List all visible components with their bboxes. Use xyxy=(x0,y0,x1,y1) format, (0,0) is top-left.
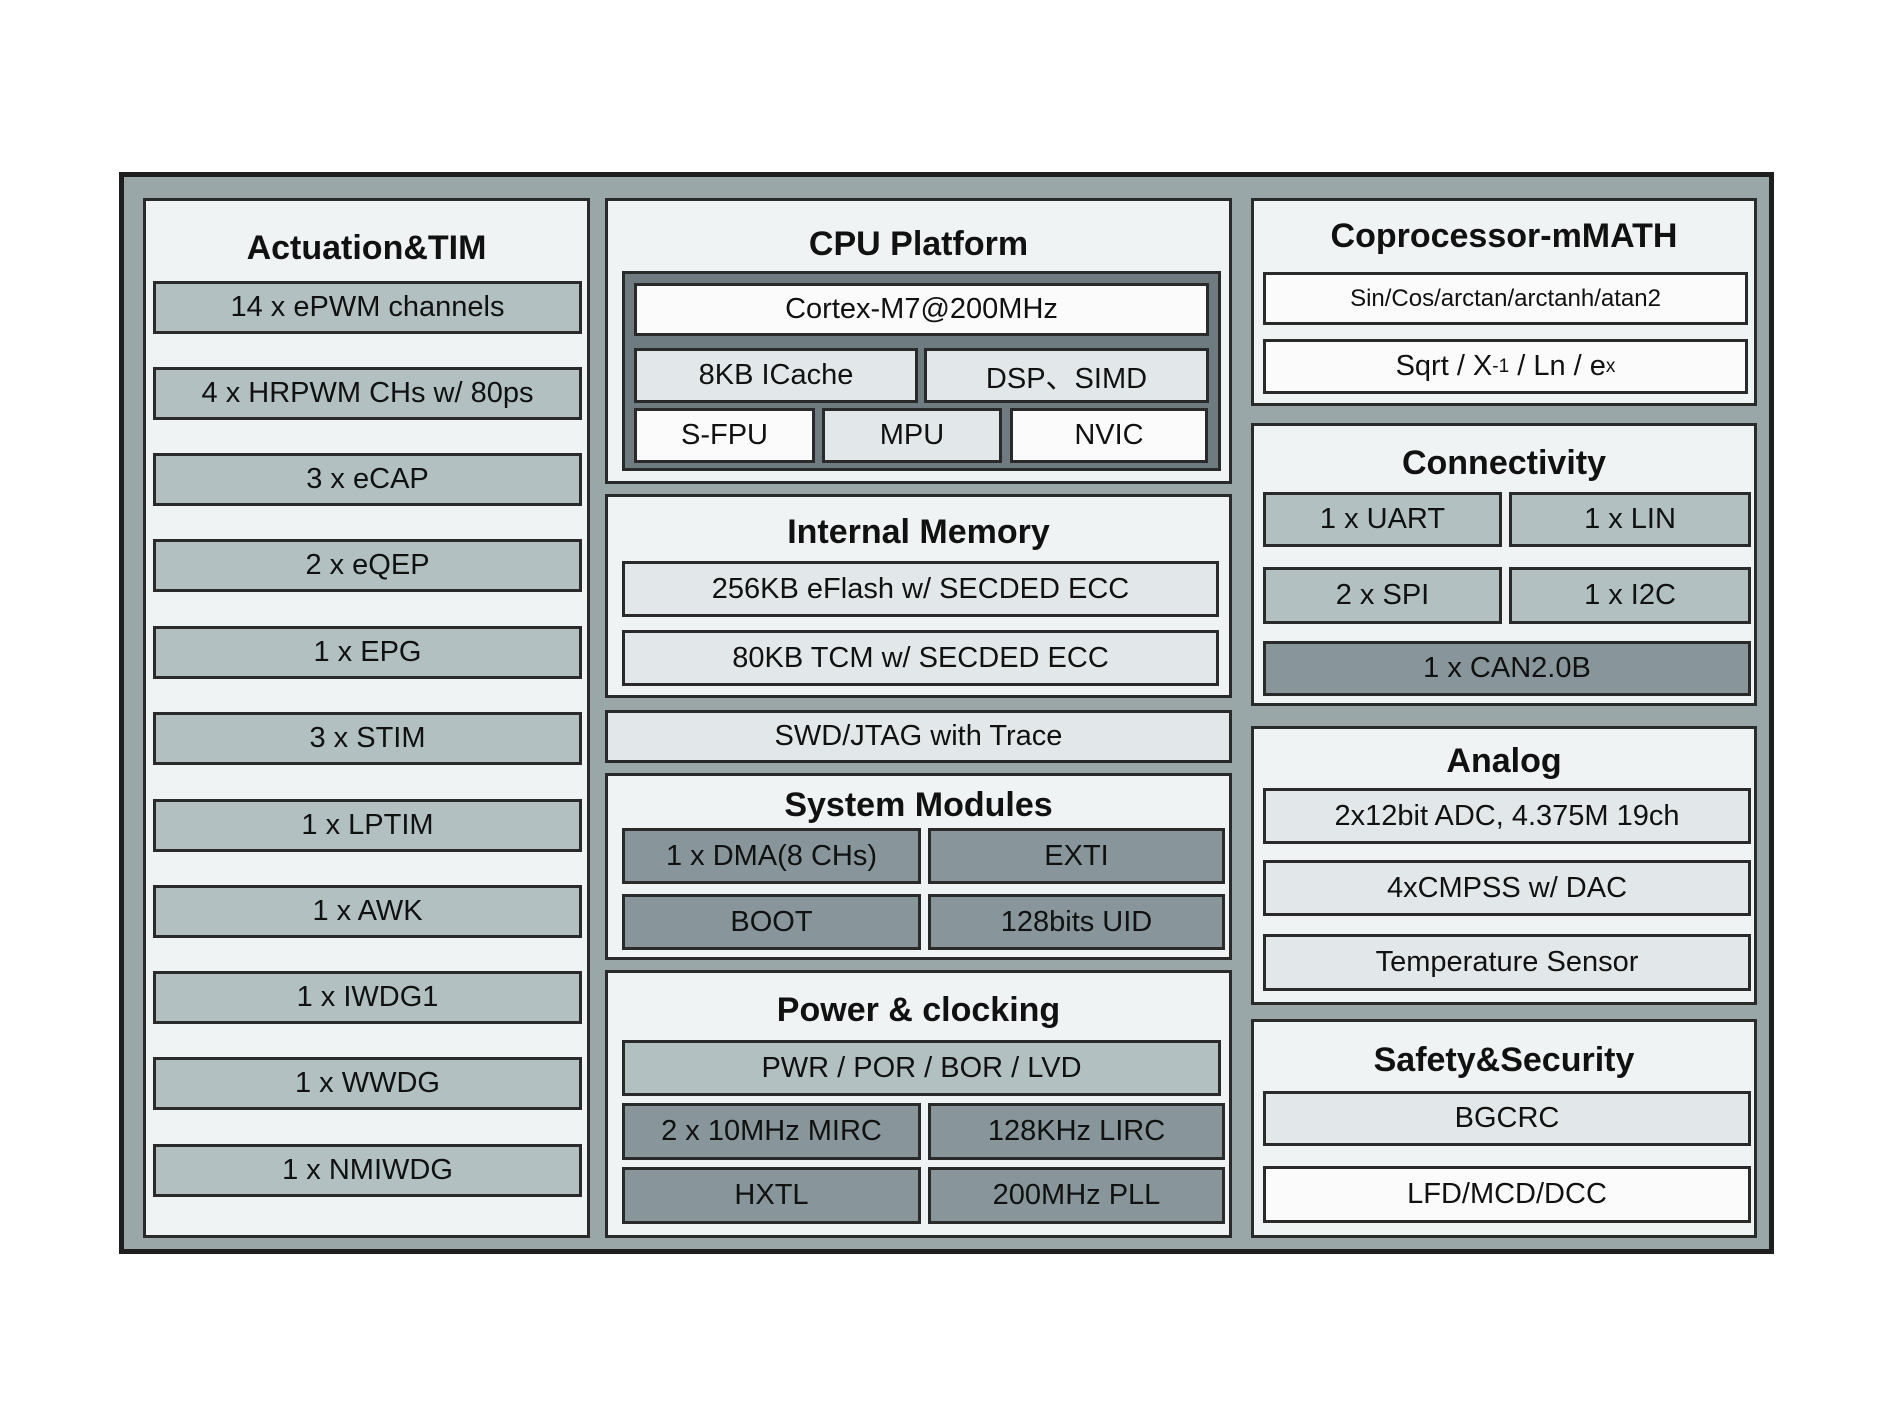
lptim-block: 1 x LPTIM xyxy=(153,799,582,852)
i2c-block: 1 x I2C xyxy=(1509,567,1751,624)
exti-block: EXTI xyxy=(928,828,1225,884)
actuation-panel: Actuation&TIM 14 x ePWM channels 4 x HRP… xyxy=(143,198,590,1238)
dma-block: 1 x DMA(8 CHs) xyxy=(622,828,921,884)
icache-block: 8KB ICache xyxy=(634,348,918,403)
cortex-core-block: Cortex-M7@200MHz xyxy=(634,283,1209,336)
power-title: Power & clocking xyxy=(776,991,1061,1029)
awk-block: 1 x AWK xyxy=(153,885,582,938)
cpu-title: CPU Platform xyxy=(808,225,1029,263)
coprocessor-panel: Coprocessor-mMATH Sin/Cos/arctan/arctanh… xyxy=(1251,198,1757,406)
cpu-panel: CPU Platform Cortex-M7@200MHz 8KB ICache… xyxy=(605,198,1232,484)
pwr-por-block: PWR / POR / BOR / LVD xyxy=(622,1040,1221,1096)
memory-title: Internal Memory xyxy=(787,513,1050,551)
memory-panel: Internal Memory 256KB eFlash w/ SECDED E… xyxy=(605,494,1232,698)
cmpss-block: 4xCMPSS w/ DAC xyxy=(1263,860,1751,916)
coprocessor-title: Coprocessor-mMATH xyxy=(1330,217,1678,255)
adc-block: 2x12bit ADC, 4.375M 19ch xyxy=(1263,788,1751,844)
lfd-mcd-dcc-block: LFD/MCD/DCC xyxy=(1263,1166,1751,1223)
eqep-block: 2 x eQEP xyxy=(153,539,582,592)
lin-block: 1 x LIN xyxy=(1509,492,1751,547)
stim-block: 3 x STIM xyxy=(153,712,582,765)
cpu-core-group: Cortex-M7@200MHz 8KB ICache DSP、SIMD S-F… xyxy=(622,271,1221,471)
bgcrc-block: BGCRC xyxy=(1263,1091,1751,1146)
spi-block: 2 x SPI xyxy=(1263,567,1502,624)
uart-block: 1 x UART xyxy=(1263,492,1502,547)
pll-block: 200MHz PLL xyxy=(928,1167,1225,1224)
trig-functions-block: Sin/Cos/arctan/arctanh/atan2 xyxy=(1263,272,1748,325)
iwdg1-block: 1 x IWDG1 xyxy=(153,971,582,1024)
wwdg-block: 1 x WWDG xyxy=(153,1057,582,1110)
math-sup-b: x xyxy=(1605,355,1616,377)
lirc-block: 128KHz LIRC xyxy=(928,1103,1225,1160)
swd-jtag-block: SWD/JTAG with Trace xyxy=(605,710,1232,763)
analog-panel: Analog 2x12bit ADC, 4.375M 19ch 4xCMPSS … xyxy=(1251,726,1757,1005)
mpu-block: MPU xyxy=(822,408,1002,463)
actuation-title: Actuation&TIM xyxy=(246,229,487,267)
eflash-block: 256KB eFlash w/ SECDED ECC xyxy=(622,561,1219,617)
boot-block: BOOT xyxy=(622,894,921,950)
ecap-block: 3 x eCAP xyxy=(153,453,582,506)
safety-title: Safety&Security xyxy=(1373,1041,1635,1079)
uid-block: 128bits UID xyxy=(928,894,1225,950)
math-text-b: / Ln / e xyxy=(1509,350,1606,382)
system-modules-panel: System Modules 1 x DMA(8 CHs) EXTI BOOT … xyxy=(605,773,1232,960)
hxtl-block: HXTL xyxy=(622,1167,921,1224)
connectivity-title: Connectivity xyxy=(1401,444,1607,482)
system-modules-title: System Modules xyxy=(784,786,1053,824)
nmiwdg-block: 1 x NMIWDG xyxy=(153,1144,582,1197)
can-block: 1 x CAN2.0B xyxy=(1263,641,1751,696)
dsp-simd-block: DSP、SIMD xyxy=(924,348,1209,403)
epwm-block: 14 x ePWM channels xyxy=(153,281,582,334)
analog-title: Analog xyxy=(1446,742,1562,780)
epg-block: 1 x EPG xyxy=(153,626,582,679)
connectivity-panel: Connectivity 1 x UART 1 x LIN 2 x SPI 1 … xyxy=(1251,423,1757,706)
tcm-block: 80KB TCM w/ SECDED ECC xyxy=(622,630,1219,686)
power-panel: Power & clocking PWR / POR / BOR / LVD 2… xyxy=(605,970,1232,1238)
safety-panel: Safety&Security BGCRC LFD/MCD/DCC xyxy=(1251,1019,1757,1238)
mirc-block: 2 x 10MHz MIRC xyxy=(622,1103,921,1160)
math-text-a: Sqrt / X xyxy=(1395,350,1493,382)
nvic-block: NVIC xyxy=(1010,408,1208,463)
sfpu-block: S-FPU xyxy=(634,408,815,463)
temp-sensor-block: Temperature Sensor xyxy=(1263,934,1751,991)
math-sup-a: -1 xyxy=(1492,355,1510,377)
hrpwm-block: 4 x HRPWM CHs w/ 80ps xyxy=(153,367,582,420)
